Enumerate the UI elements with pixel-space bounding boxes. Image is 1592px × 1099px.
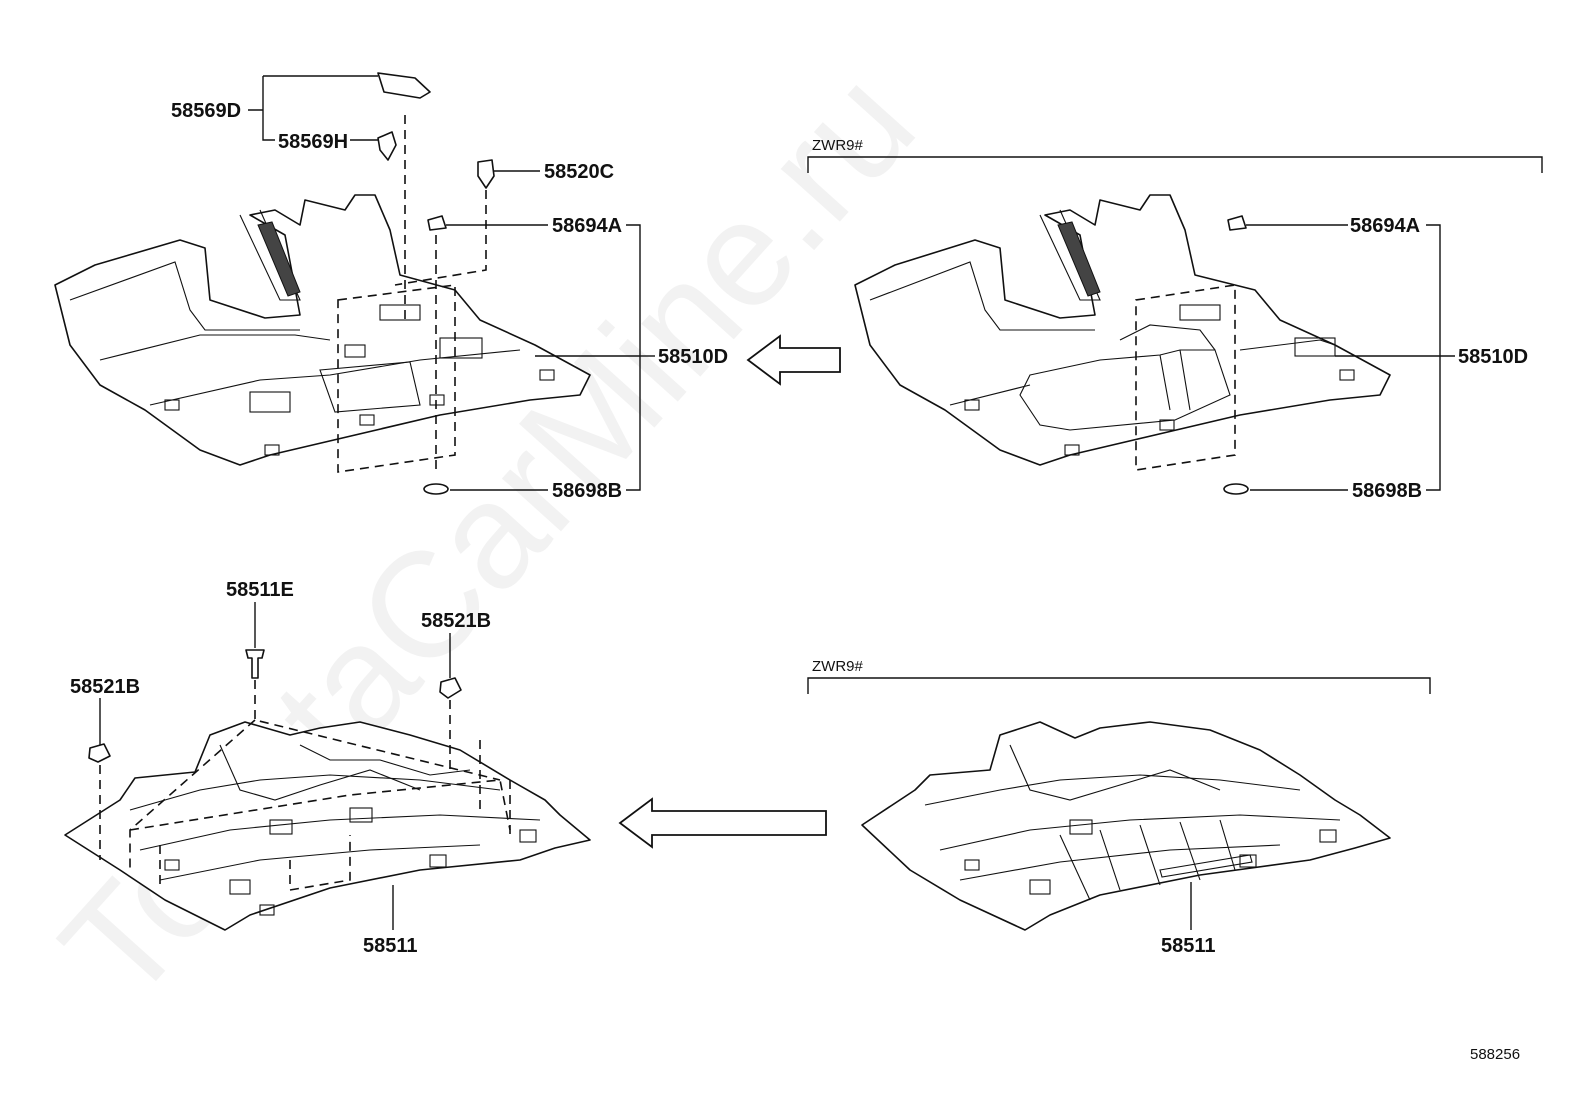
part-number-58521B-right: 58521B <box>421 610 491 632</box>
part-number-58511E: 58511E <box>226 579 294 601</box>
carpet-assembly-right <box>854 194 1391 466</box>
clip-part-58521B-right <box>439 677 462 699</box>
variant-label-bottom: ZWR9# <box>812 658 863 675</box>
clip-part-58521B-left <box>88 743 111 763</box>
clip-part-58694A-left <box>427 215 447 231</box>
clip-part-58569H <box>377 131 397 161</box>
part-number-58510D: 58510D <box>658 346 728 368</box>
part-number-58511-left: 58511 <box>363 935 418 957</box>
variant-label-top: ZWR9# <box>812 137 863 154</box>
part-number-58698B-right: 58698B <box>1352 480 1422 502</box>
diagram-id: 588256 <box>1470 1046 1520 1063</box>
part-number-58511-right: 58511 <box>1161 935 1216 957</box>
left-arrow-icon <box>746 334 841 386</box>
trim-plate-part <box>377 72 431 99</box>
part-number-58520C: 58520C <box>544 161 614 183</box>
clip-part-58694A-right <box>1227 215 1247 231</box>
part-number-58510D-right: 58510D <box>1458 346 1528 368</box>
carpet-assembly-left <box>54 194 591 466</box>
part-number-58694A: 58694A <box>552 215 622 237</box>
silencer-pad-right <box>861 721 1391 931</box>
part-number-58698B: 58698B <box>552 480 622 502</box>
part-number-58521B-left: 58521B <box>70 676 140 698</box>
clip-part-58520C <box>477 159 495 189</box>
clip-part-58698B-right <box>1223 483 1249 495</box>
clip-part-58698B-left <box>423 483 449 495</box>
left-arrow-icon-bottom <box>618 797 827 849</box>
part-number-58694A-right: 58694A <box>1350 215 1420 237</box>
bolt-part-58511E <box>245 649 265 679</box>
part-number-58569H: 58569H <box>278 131 348 153</box>
part-number-58569D: 58569D <box>171 100 241 122</box>
silencer-pad-left <box>64 721 591 931</box>
